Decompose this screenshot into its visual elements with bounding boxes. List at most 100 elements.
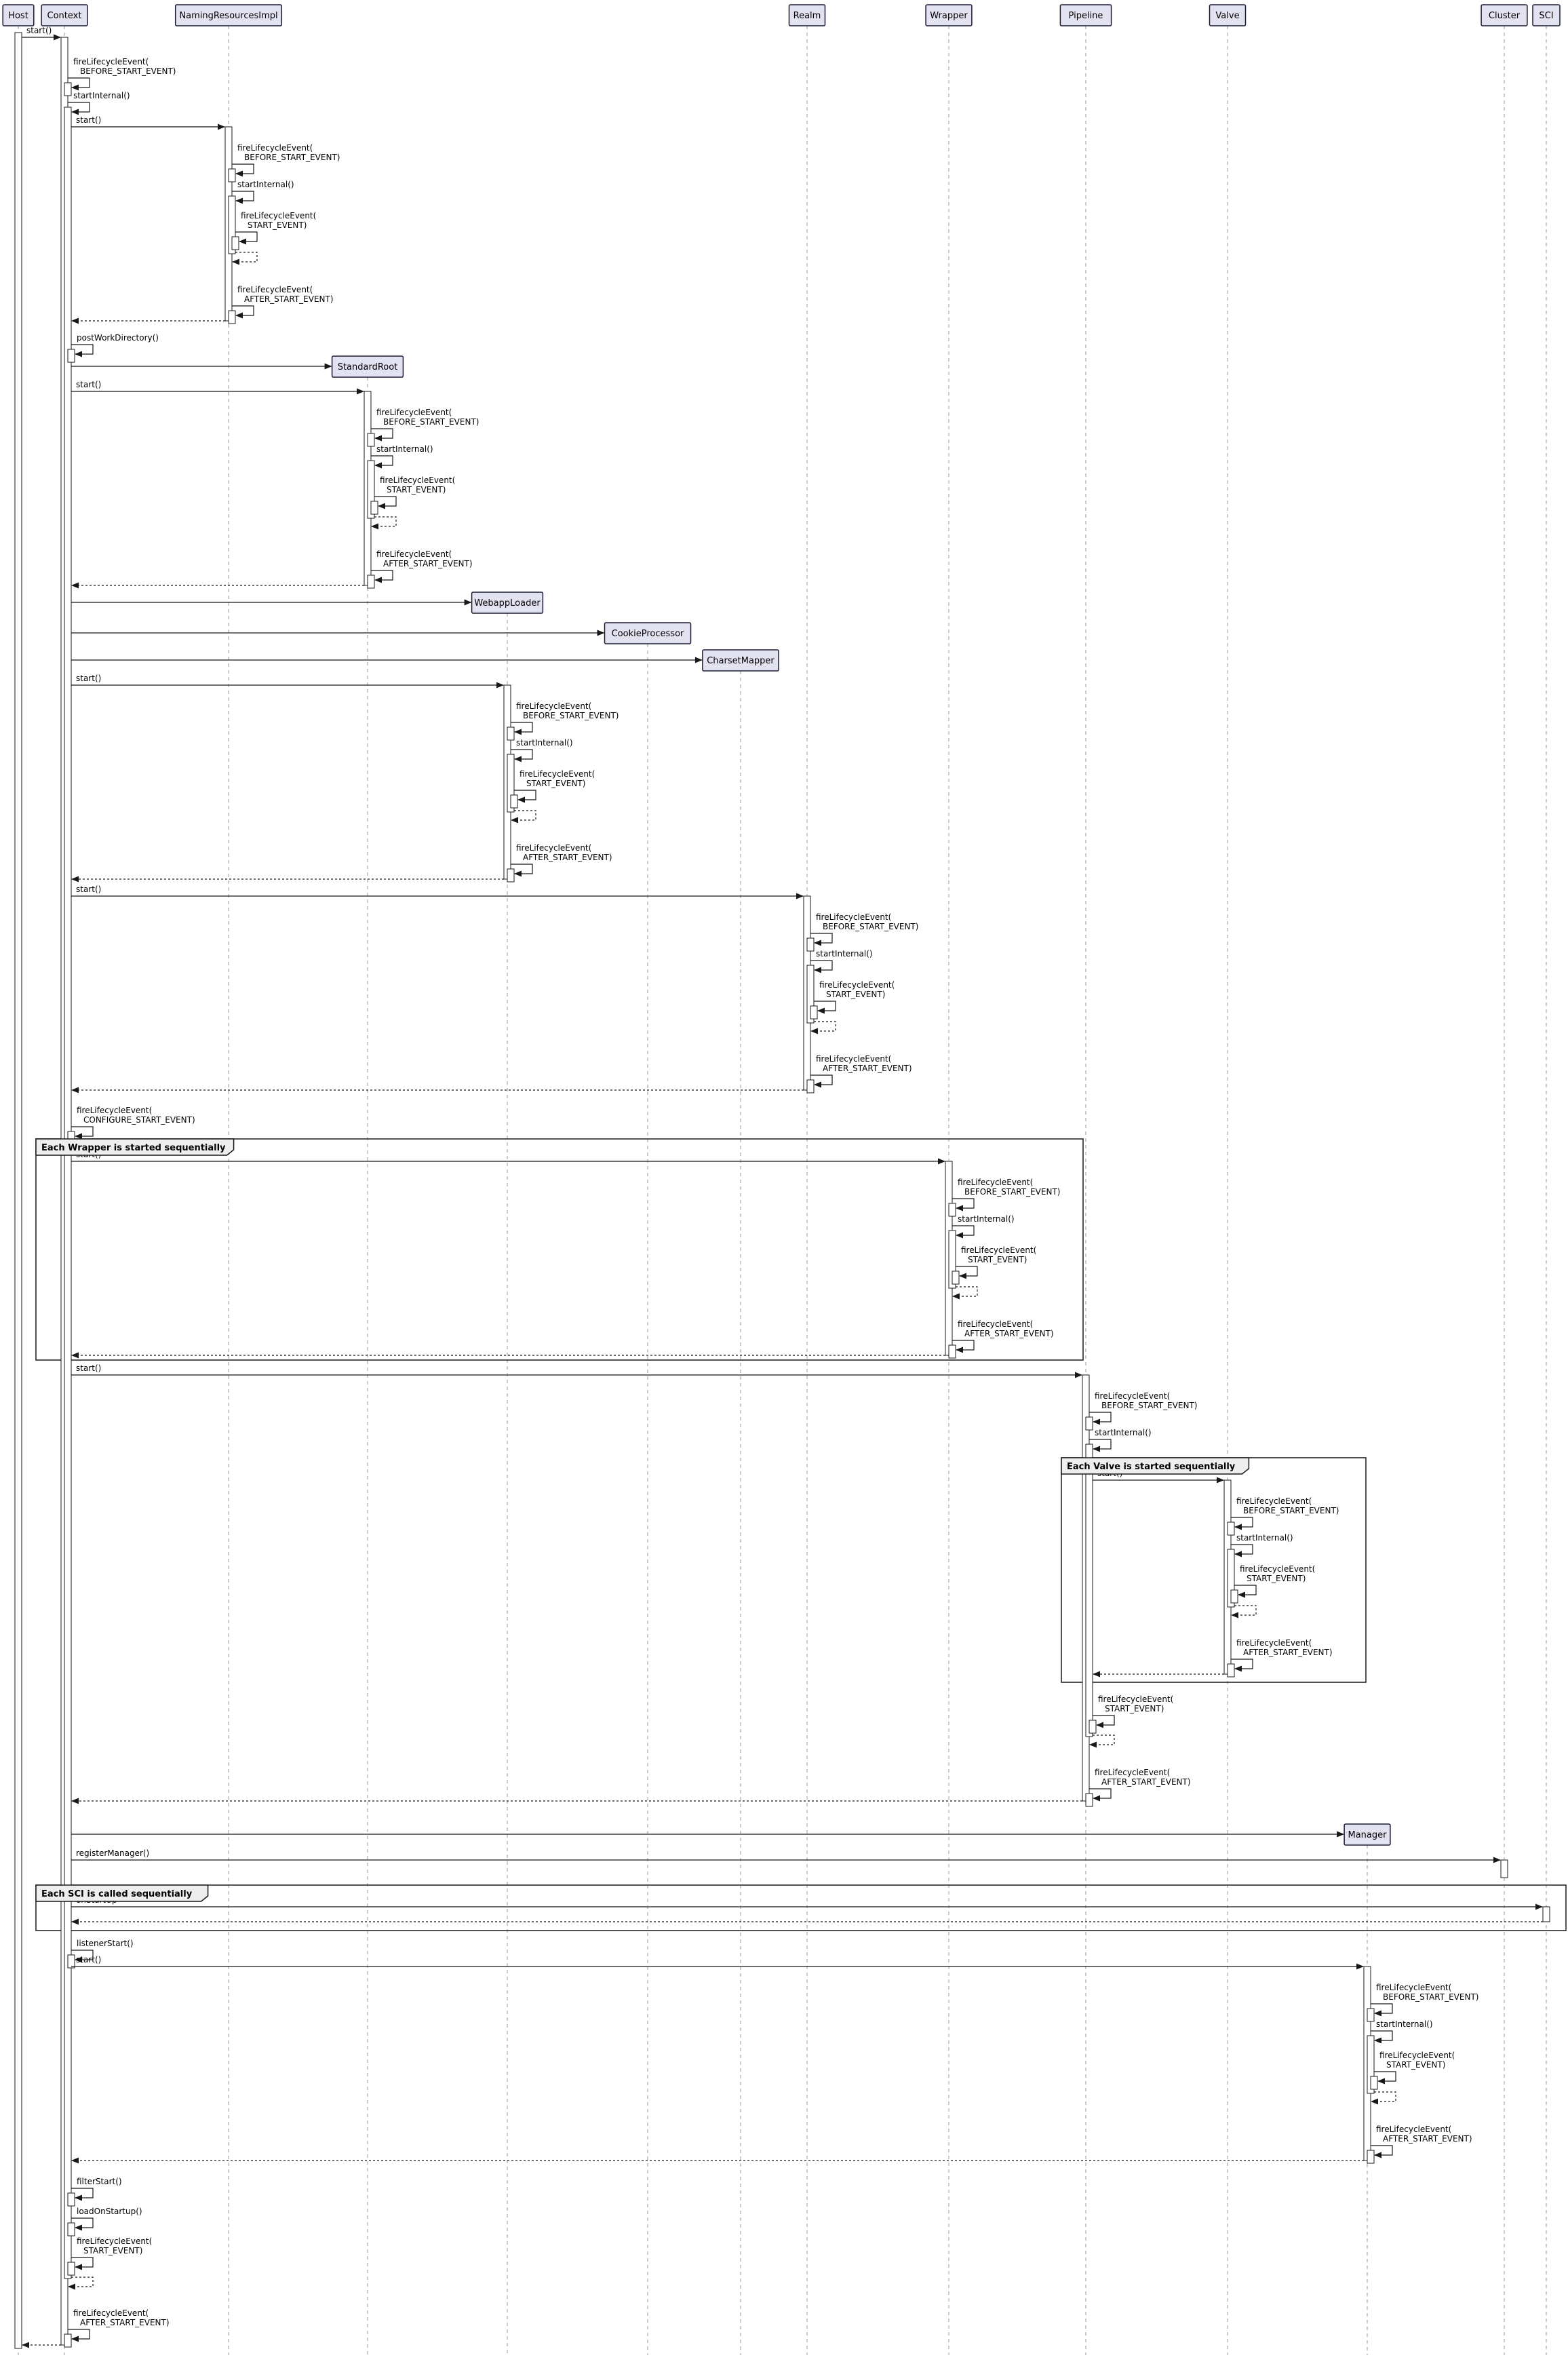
message-self-line [514, 790, 536, 800]
message-self-line [511, 722, 533, 733]
message-label: startInternal() [1376, 2019, 1433, 2029]
arrowhead [71, 1918, 79, 1925]
arrowhead [71, 84, 79, 91]
message-self-line [1234, 1585, 1257, 1595]
message-label: filterStart() [77, 2177, 122, 2186]
message-self-return-line [68, 2276, 94, 2287]
message-label: start() [76, 1363, 101, 1373]
frame-wrapper-loop [35, 1138, 1084, 1361]
message-label: fireLifecycleEvent( [380, 476, 455, 485]
message-label: START_EVENT) [387, 485, 446, 495]
self-activation-bar [370, 501, 378, 515]
self-activation-bar [64, 82, 72, 96]
arrowhead [796, 893, 804, 899]
message-label: fireLifecycleEvent( [1236, 1638, 1312, 1648]
arrowhead [1374, 2037, 1381, 2044]
message-self-line [1093, 1715, 1115, 1726]
arrowhead [1217, 1477, 1224, 1484]
message-label: START_EVENT) [1386, 2060, 1445, 2070]
self-activation-bar [1227, 1522, 1235, 1536]
arrowhead [71, 2336, 79, 2342]
message-label: fireLifecycleEvent( [237, 285, 313, 294]
participant-label-wrapper: Wrapper [930, 11, 968, 21]
message-self-line [68, 2329, 90, 2340]
participant-label-nri: NamingResourcesImpl [179, 11, 277, 21]
frame-label-sci-loop: Each SCI is called sequentially [41, 1889, 193, 1899]
message-label: START_EVENT) [83, 2246, 142, 2255]
arrowhead [1377, 2078, 1385, 2085]
message-self-line [810, 1074, 833, 1085]
self-activation-bar [228, 168, 236, 182]
arrowhead [1075, 1372, 1082, 1378]
arrowhead [814, 939, 821, 946]
participant-label-cluster: Cluster [1489, 11, 1521, 21]
self-activation-bar [367, 575, 375, 589]
message-label: startInternal() [1095, 1428, 1152, 1437]
message-self-line [232, 163, 254, 174]
participant-label-realm: Realm [793, 11, 821, 21]
participant-box-cluster [1481, 4, 1528, 26]
frame-tab-valve-loop [1061, 1457, 1250, 1475]
message-label: BEFORE_START_EVENT) [244, 153, 340, 162]
participant-box-host [2, 4, 35, 26]
message-label: BEFORE_START_EVENT) [523, 711, 619, 720]
arrowhead [324, 363, 332, 370]
arrowhead [75, 351, 82, 357]
message-self-line [71, 2257, 94, 2268]
arrowhead [1238, 1591, 1245, 1598]
arrowhead [694, 657, 703, 663]
message-label: startInternal() [237, 180, 294, 189]
arrowhead [514, 870, 522, 877]
message-label: startInternal() [816, 949, 873, 958]
message-label: start() [76, 674, 101, 683]
message-self-line [956, 1266, 978, 1277]
arrowhead [1371, 2098, 1378, 2105]
participant-label-sci: SCI [1539, 11, 1553, 21]
activation-bar-sci [1542, 1906, 1550, 1922]
message-self-line [1371, 2030, 1393, 2041]
arrowhead [464, 599, 472, 606]
message-label: fireLifecycleEvent( [816, 912, 891, 922]
message-self-line [371, 570, 393, 581]
message-self-line [71, 1950, 94, 1960]
participant-box-sci [1532, 4, 1561, 26]
participant-box-realm [788, 4, 826, 26]
arrowhead [956, 1346, 963, 1353]
message-self-line [952, 1225, 975, 1236]
arrowhead [71, 582, 79, 589]
self-activation-bar [67, 2222, 75, 2236]
activation-bar-realm [806, 965, 815, 1024]
message-self-line [374, 496, 397, 507]
arrowhead [239, 238, 246, 245]
arrowhead [1234, 1665, 1242, 1672]
participant-label-manager: Manager [1348, 1830, 1388, 1840]
message-label: CONFIGURE_START_EVENT) [83, 1115, 195, 1125]
arrowhead [232, 258, 239, 265]
message-self-return-line [233, 252, 258, 263]
self-activation-bar [806, 937, 815, 952]
message-label: BEFORE_START_EVENT) [1243, 1506, 1339, 1515]
message-label: fireLifecycleEvent( [958, 1319, 1033, 1329]
message-self-line [71, 2188, 94, 2198]
participant-box-nri [174, 4, 283, 26]
message-self-line [371, 428, 393, 439]
arrowhead [810, 1028, 818, 1034]
message-self-line [511, 864, 533, 874]
self-activation-bar [510, 794, 518, 809]
message-label: AFTER_START_EVENT) [244, 294, 334, 304]
self-activation-bar [948, 1203, 956, 1217]
arrowhead [938, 1158, 945, 1165]
frame-tab-wrapper-loop [35, 1138, 235, 1156]
message-label: START_EVENT) [1247, 1574, 1306, 1583]
message-label: registerManager() [76, 1848, 149, 1858]
message-label: fireLifecycleEvent( [241, 211, 316, 220]
message-label: start() [76, 1955, 101, 1964]
participant-box-sroot [331, 355, 404, 378]
message-label: AFTER_START_EVENT) [1243, 1648, 1333, 1657]
arrowhead [814, 967, 821, 973]
participant-box-pipeline [1059, 4, 1112, 26]
arrowhead [517, 796, 525, 803]
arrowhead [235, 170, 243, 177]
message-self-line [371, 455, 393, 466]
message-label: fireLifecycleEvent( [819, 980, 895, 990]
